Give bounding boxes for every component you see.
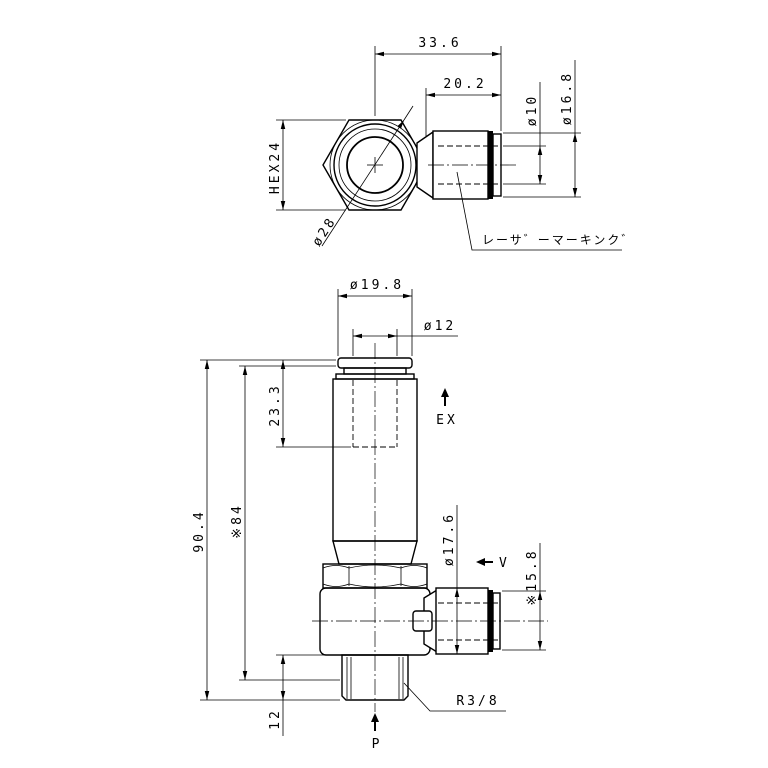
dim-text-cap-dia: ø19.8 [350, 278, 404, 293]
note-laser-marking: レーサ゛ーマーキンク゛ [482, 233, 635, 247]
collet-circle [338, 128, 412, 202]
leader-thread-spec [403, 682, 506, 712]
dim-text-port-od: ø16.8 [560, 71, 575, 125]
dim-text-overall-height: 90.4 [192, 509, 207, 552]
port-v-label: V [499, 556, 510, 571]
dim-text-side-port-ref: ※15.8 [525, 548, 540, 605]
port-p-label: P [372, 737, 383, 752]
dim-text-tube-od: ø10 [525, 94, 540, 126]
dim-text-thread-length: 12 [268, 708, 283, 730]
dim-text-side-port-dia: ø17.6 [442, 512, 457, 566]
body-circle [333, 123, 417, 207]
port-ex-label: EX [436, 413, 458, 428]
dim-text-ex-port-dia: ø12 [424, 319, 456, 334]
r-thread-body [341, 654, 409, 701]
dim-text-hex: HEX24 [268, 140, 283, 194]
ex-arrow-head [441, 388, 449, 397]
thread-spec-label: R3/8 [456, 694, 499, 709]
leader-chamfer-dia [321, 119, 405, 247]
leader-laser-marking [456, 171, 622, 251]
dim-text-port-offset: 20.2 [443, 77, 486, 92]
bore-circle [346, 136, 404, 194]
front-view: ø19.8 ø12 23.3 90.4 ※84 12 ø17.6 [192, 278, 548, 752]
dim-text-ref-height: ※84 [230, 503, 245, 539]
v-arrow-head [476, 558, 485, 566]
dim-text-chamfer-dia: ø28 [310, 214, 340, 249]
p-arrow-head [371, 713, 379, 722]
dim-text-ex-depth: 23.3 [268, 383, 283, 426]
dim-text-overall-width: 33.6 [418, 36, 461, 51]
leader-chamfer-dia-tail [403, 105, 414, 121]
top-view: 33.6 20.2 ø10 ø16.8 HEX24 ø28 レーサ゛ーマーキンク… [268, 36, 635, 251]
